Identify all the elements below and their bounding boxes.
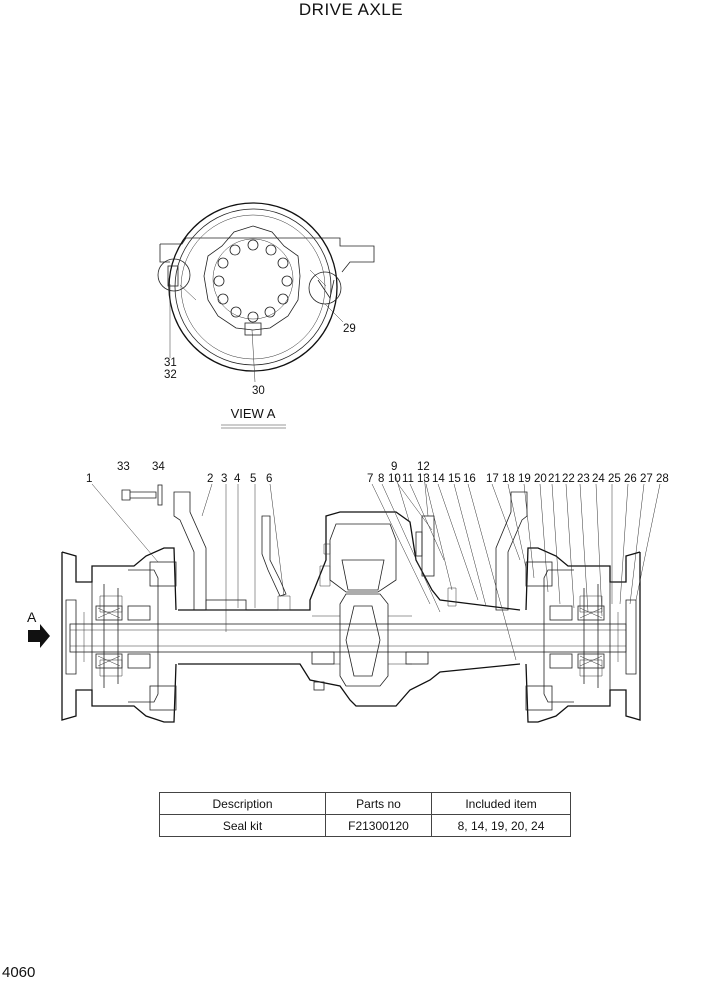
callout-10: 10 [388,473,401,485]
callout-13: 13 [417,473,430,485]
callout-19: 19 [518,473,531,485]
table-header-row: Description Parts no Included item [159,792,571,815]
callout-4: 4 [234,473,241,485]
column-header-description: Description [159,792,326,815]
callout-24: 24 [592,473,605,485]
callout-6: 6 [266,473,272,485]
view-a-end-view [157,202,375,383]
callout-1: 1 [86,473,92,485]
callout-18: 18 [502,473,515,485]
cell-parts-no: F21300120 [325,814,432,837]
callout-14: 14 [432,473,445,485]
callout-3: 3 [221,473,227,485]
view-a-bolt-holes [213,239,293,323]
view-direction-arrow [28,624,50,648]
callout-23: 23 [577,473,590,485]
callout-leaders [91,473,661,661]
page-title: DRIVE AXLE [298,0,404,19]
callout-21: 21 [548,473,561,485]
arrow-label-a: A [27,609,37,625]
callout-32: 32 [164,369,177,381]
callout-26: 26 [624,473,637,485]
callout-2: 2 [207,473,213,485]
column-header-parts-no: Parts no [325,792,432,815]
callout-20: 20 [534,473,547,485]
parts-table: Description Parts no Included item Seal … [159,792,571,837]
bearings [95,605,605,669]
callout-15: 15 [448,473,461,485]
callout-25: 25 [608,473,621,485]
cell-included-item: 8, 14, 19, 20, 24 [431,814,571,837]
table-row: Seal kit F21300120 8, 14, 19, 20, 24 [159,814,571,837]
callout-16: 16 [463,473,476,485]
axle-section-view [61,484,641,723]
callout-22: 22 [562,473,575,485]
callout-12: 12 [417,461,430,473]
page-number: 4060 [2,964,36,981]
callout-29: 29 [343,323,356,335]
callout-27: 27 [640,473,653,485]
callout-17: 17 [486,473,499,485]
callout-8: 8 [378,473,384,485]
callout-31: 31 [164,357,177,369]
callout-28: 28 [656,473,669,485]
callout-labels: 1 2 3 4 5 6 7 8 9 10 11 12 13 14 15 16 1… [86,461,669,485]
callout-33: 33 [117,461,130,473]
callout-9: 9 [391,461,397,473]
view-a-label: VIEW A [231,406,276,421]
callout-30: 30 [252,385,265,397]
cell-description: Seal kit [159,814,326,837]
callout-5: 5 [250,473,256,485]
column-header-included-item: Included item [431,792,571,815]
callout-34: 34 [152,461,165,473]
callout-7: 7 [367,473,373,485]
callout-11: 11 [402,473,414,485]
